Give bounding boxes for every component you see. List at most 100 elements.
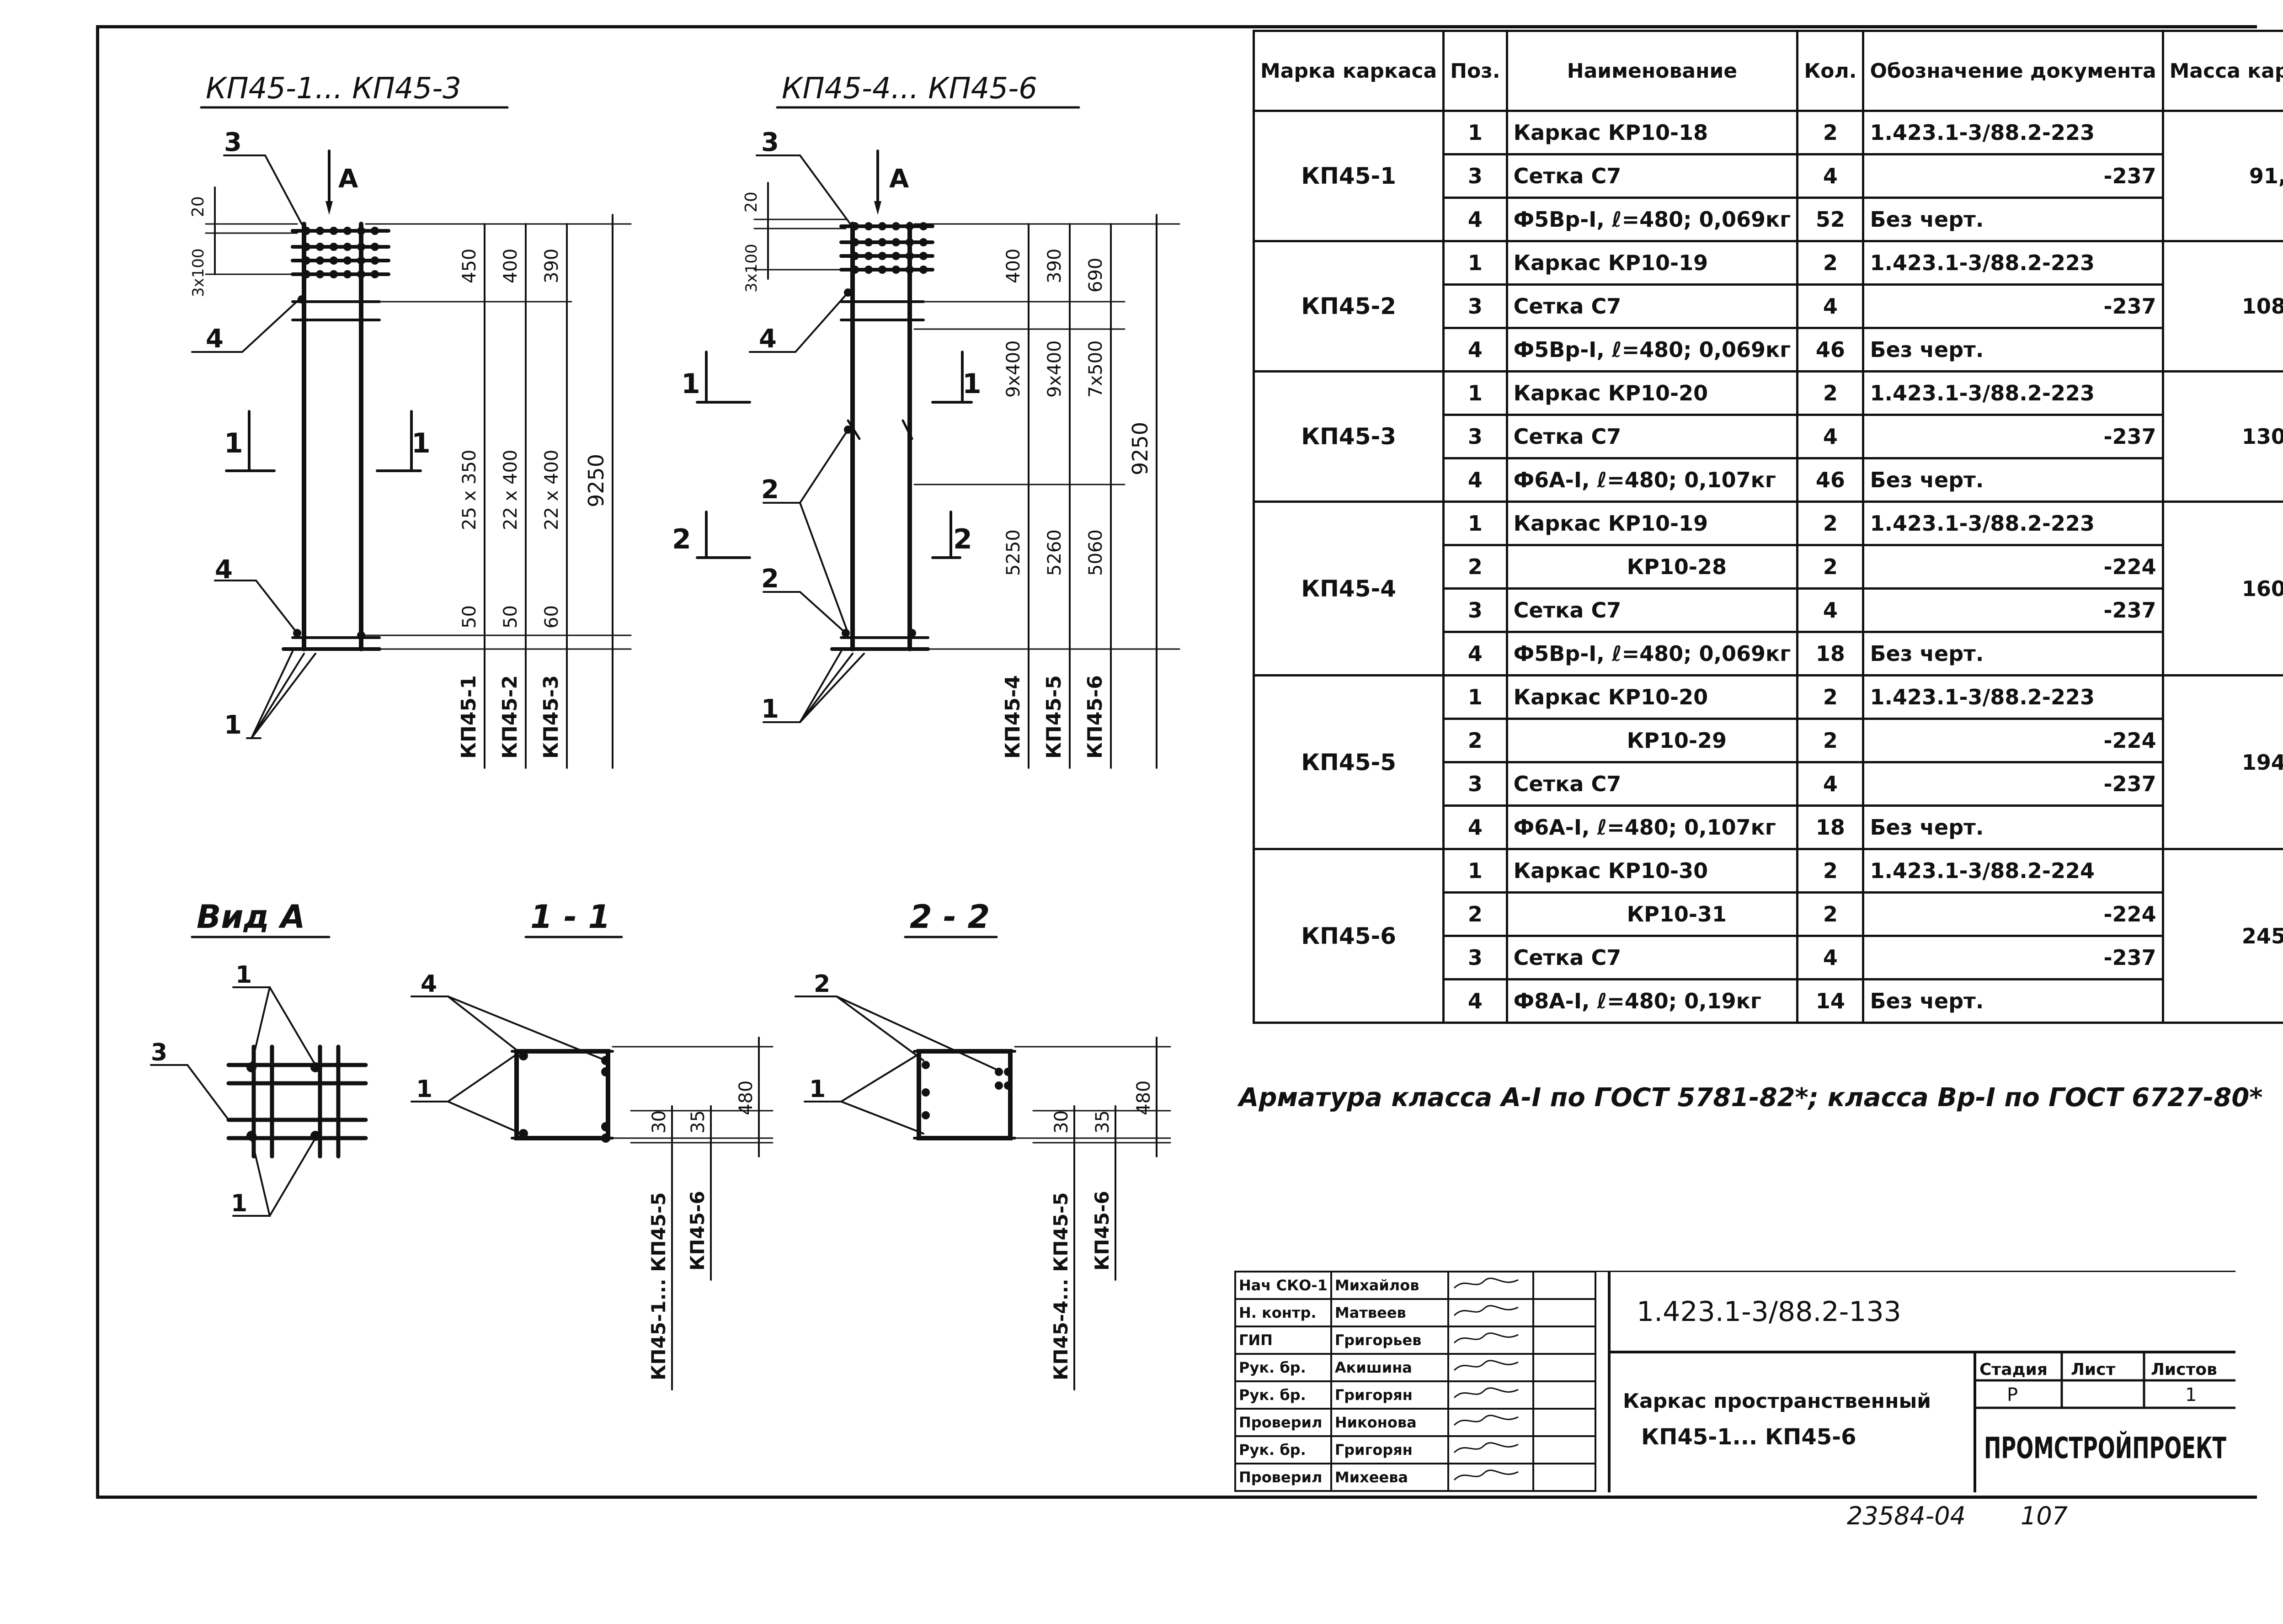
signature-mark [1447, 1326, 1534, 1355]
s11-dim-480: 480 [736, 1081, 757, 1115]
s11-dim-30: 30 [649, 1110, 670, 1134]
dim-3x100-mid: 3x100 [742, 244, 761, 293]
spec-qty: 2 [1796, 674, 1865, 720]
dim-m-c1-mid: 9x400 [1003, 341, 1024, 398]
signature-role: Проверил [1234, 1408, 1332, 1437]
signature-name: Григорьев [1330, 1326, 1449, 1355]
spec-qty: 4 [1796, 587, 1865, 633]
spec-doc: Без черт. [1862, 978, 2164, 1024]
stage-header: Стадия [1979, 1360, 2048, 1379]
signature-date [1532, 1408, 1596, 1437]
pos-3-label-mid: 3 [761, 128, 779, 157]
spec-pos: 3 [1442, 587, 1508, 633]
dim-m-c2-top: 390 [1044, 249, 1065, 283]
spec-doc: -237 [1862, 761, 2164, 807]
spec-pos: 3 [1442, 153, 1508, 199]
dim-c3-bot: 60 [541, 605, 562, 628]
label-kp45-3: КП45-3 [539, 675, 563, 759]
spec-pos: 3 [1442, 414, 1508, 459]
spec-name: Каркас КР10-20 [1505, 674, 1799, 720]
signature-row: Рук. бр.Григорян [1234, 1435, 1596, 1464]
spec-pos: 2 [1442, 544, 1508, 590]
spec-name: КР10-29 [1505, 718, 1799, 763]
spec-mass: 245,4 [2161, 848, 2283, 1024]
spec-doc: -224 [1862, 718, 2164, 763]
left-elevation-title: КП45-1... КП45-3 [206, 72, 461, 106]
signature-role: Проверил [1234, 1463, 1332, 1492]
spec-name: КР10-28 [1505, 544, 1799, 590]
dim-c1-bot: 50 [459, 605, 480, 628]
section-1-mark-mid-left: 1 [681, 368, 700, 400]
signature-icon [1453, 1415, 1519, 1426]
spec-qty: 14 [1796, 978, 1865, 1024]
title-line-1: Каркас пространственный [1623, 1390, 1931, 1413]
spec-pos: 4 [1442, 978, 1508, 1024]
pos-4-label: 4 [206, 324, 224, 354]
section-1-mark-mid-right: 1 [962, 368, 981, 400]
signature-icon [1453, 1470, 1519, 1481]
spec-doc: -237 [1862, 935, 2164, 980]
signature-name: Григорян [1330, 1380, 1449, 1410]
section-2-mark-mid-right: 2 [953, 523, 972, 555]
label-kp45-1: КП45-1 [457, 675, 480, 759]
spec-mass: 160,3 [2161, 501, 2283, 676]
signature-row: Н. контр.Матвеев [1234, 1298, 1596, 1327]
spec-name: Каркас КР10-18 [1505, 110, 1799, 155]
spec-mass: 194,1 [2161, 674, 2283, 850]
signature-name: Акишина [1330, 1353, 1449, 1382]
spec-pos: 2 [1442, 891, 1508, 937]
specification-table: Марка каркаса Поз. Наименование Кол. Обо… [1252, 30, 2283, 1024]
spec-doc: -237 [1862, 414, 2164, 459]
dim-m-c3-mid: 7x500 [1085, 341, 1106, 398]
spec-mark: КП45-1 [1252, 110, 1445, 242]
sheet-header: Лист [2071, 1360, 2115, 1379]
spec-doc: Без черт. [1862, 631, 2164, 676]
spec-doc: 1.423.1-3/88.2-223 [1862, 110, 2164, 155]
view-a-pos-1-bottom: 1 [231, 1190, 247, 1217]
dim-total-left: 9250 [584, 454, 608, 507]
spec-qty: 2 [1796, 110, 1865, 155]
dim-m-c2-mid: 9x400 [1044, 341, 1065, 398]
spec-name: Каркас КР10-19 [1505, 240, 1799, 286]
spec-name: Каркас КР10-19 [1505, 501, 1799, 546]
section-a-label-mid: А [889, 164, 909, 194]
header-mass: Масса каркаса, кг [2161, 30, 2283, 112]
dim-m-c3-bot: 5060 [1085, 529, 1106, 576]
dim-20-mid: 20 [742, 192, 761, 213]
dim-m-c1-bot: 5250 [1003, 529, 1024, 576]
spec-qty: 4 [1796, 153, 1865, 199]
title-block-frame: 1.423.1-3/88.2-133 Каркас пространственн… [1234, 1271, 2235, 1492]
spec-pos: 1 [1442, 370, 1508, 416]
pos-2-label-mid-lower: 2 [761, 564, 779, 594]
spec-pos: 4 [1442, 197, 1508, 242]
signature-date [1532, 1463, 1596, 1492]
signature-date [1532, 1271, 1596, 1300]
spec-doc: 1.423.1-3/88.2-223 [1862, 501, 2164, 546]
spec-name: Ф5Вр-I, ℓ=480; 0,069кг [1505, 327, 1799, 373]
signature-icon [1453, 1278, 1519, 1289]
spec-qty: 2 [1796, 544, 1865, 590]
signature-icon [1453, 1387, 1519, 1399]
spec-mass: 130,6 [2161, 370, 2283, 503]
signature-mark [1447, 1463, 1534, 1492]
s11-label-2: КП45-6 [686, 1191, 709, 1271]
s11-pos-1: 1 [416, 1076, 432, 1103]
reinforcement-note: Арматура класса А-I по ГОСТ 5781-82*; кл… [1237, 1083, 2263, 1113]
view-a [150, 936, 368, 1217]
s22-dim-480: 480 [1133, 1081, 1154, 1115]
signature-role: Рук. бр. [1234, 1353, 1332, 1382]
section-2-2-title: 2 - 2 [910, 898, 990, 936]
spec-name: Каркас КР10-30 [1505, 848, 1799, 894]
label-kp45-2: КП45-2 [498, 675, 522, 759]
signature-mark [1447, 1271, 1534, 1300]
middle-elevation-title: КП45-4... КП45-6 [782, 72, 1037, 106]
dim-c1-mid: 25 x 350 [459, 450, 480, 530]
